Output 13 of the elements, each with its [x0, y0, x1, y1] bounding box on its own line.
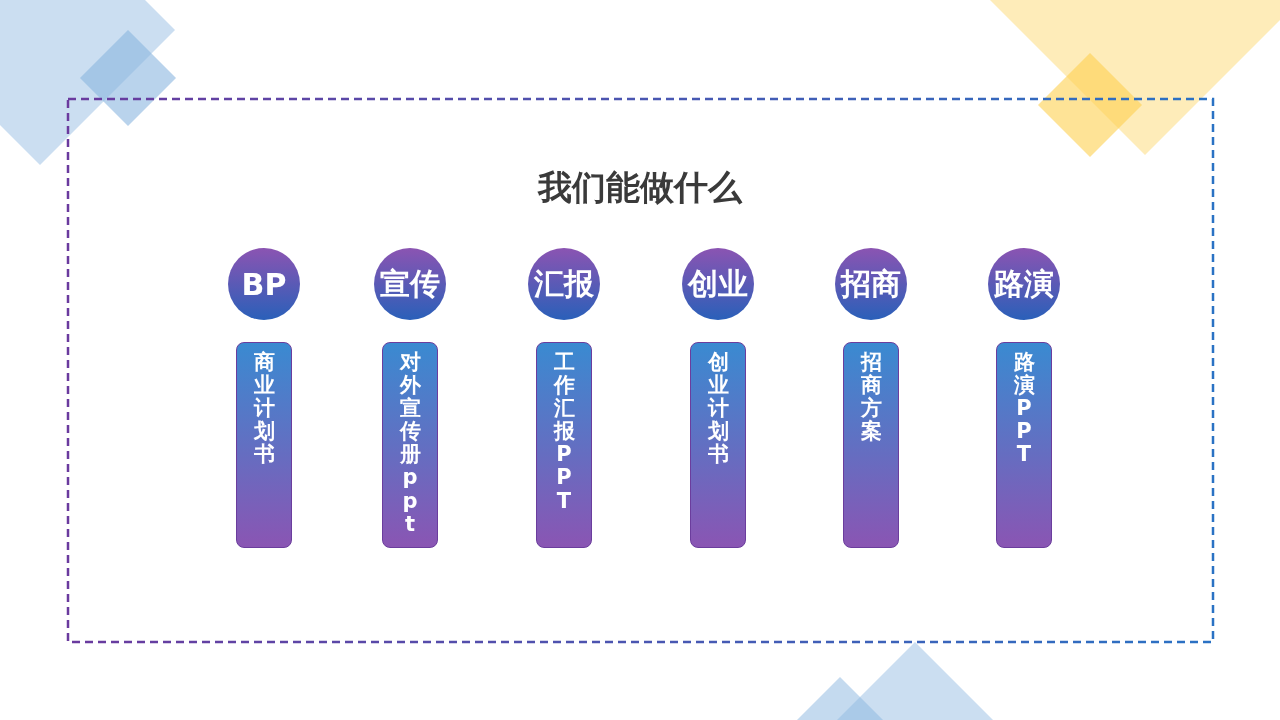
category-circle: BP — [228, 248, 300, 320]
category-circle: 路演 — [988, 248, 1060, 320]
service-card: 创业计划书 — [690, 342, 746, 548]
category-circle: 招商 — [835, 248, 907, 320]
service-card: 路演PPT — [996, 342, 1052, 548]
category-circle: 宣传 — [374, 248, 446, 320]
service-card: 工作汇报PPT — [536, 342, 592, 548]
category-circle: 创业 — [682, 248, 754, 320]
category-circle: 汇报 — [528, 248, 600, 320]
service-card: 商业计划书 — [236, 342, 292, 548]
service-card: 招商方案 — [843, 342, 899, 548]
title: 我们能做什么 — [536, 166, 744, 209]
service-card: 对外宣传册ppt — [382, 342, 438, 548]
